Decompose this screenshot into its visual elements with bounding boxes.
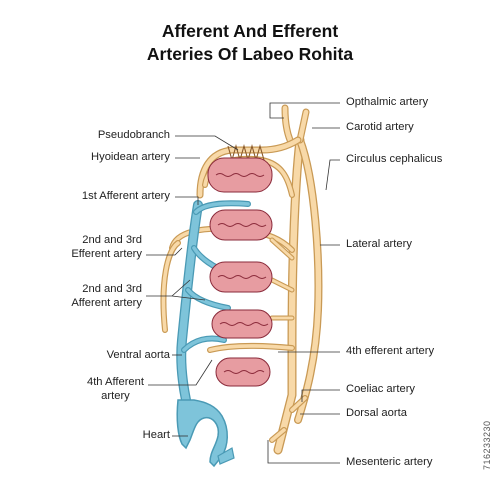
label-circulus-cephalicus: Circulus cephalicus [346,153,443,165]
label-lateral-artery: Lateral artery [346,238,412,250]
leader-lines [146,102,340,464]
label-4th-afferent-artery: 4th Afferent artery [87,376,144,403]
leader-coeliac [301,389,340,402]
heart-outlet [217,447,235,465]
gill-lamella-4 [211,309,273,339]
label-2nd-3rd-efferent-line2: Efferent artery [71,247,142,260]
leader-2-3-efferent [146,247,183,256]
label-4th-efferent-artery: 4th efferent artery [346,345,435,357]
heart-shape [176,399,228,468]
title-line-1: Afferent And Efferent [161,21,339,41]
gill-lamellae [207,157,273,387]
label-opthalmic-artery: Opthalmic artery [346,96,429,108]
label-coeliac-artery: Coeliac artery [346,383,416,395]
title-line-2: Arteries Of Labeo Rohita [146,44,354,64]
label-2nd-3rd-efferent-artery: 2nd and 3rd Efferent artery [71,234,142,261]
leader-mesenteric [267,440,340,464]
label-hyoidean-artery: Hyoidean artery [91,151,170,163]
label-2nd-3rd-afferent-line1: 2nd and 3rd [82,283,142,295]
diagram-title: Afferent And Efferent Arteries Of Labeo … [0,20,500,66]
afferent-vessels [176,200,251,468]
label-4th-afferent-line2: artery [101,389,130,402]
leader-opthalmic [269,102,340,119]
gill-lamella-2 [209,209,273,241]
label-carotid-artery: Carotid artery [346,121,414,133]
label-2nd-3rd-efferent-line1: 2nd and 3rd [82,234,142,246]
label-4th-afferent-line1: 4th Afferent [86,376,144,388]
leader-2-3-afferent [146,279,206,301]
leader-4th-afferent [148,359,213,386]
label-ventral-aorta: Ventral aorta [106,349,170,361]
label-dorsal-aorta: Dorsal aorta [346,407,407,419]
image-id-text: 716233230 [482,420,492,470]
label-pseudobranch: Pseudobranch [97,129,170,141]
gill-lamella-3 [209,261,273,293]
label-2nd-3rd-afferent-line2: Afferent artery [71,296,142,309]
label-heart: Heart [142,429,170,441]
label-1st-afferent-artery: 1st Afferent artery [81,190,170,202]
gill-lamella-5 [215,357,271,387]
label-2nd-3rd-afferent-artery: 2nd and 3rd Afferent artery [71,283,142,310]
pseudobranch-shape [227,143,265,163]
leader-circulus [325,159,340,191]
label-mesenteric-artery: Mesenteric artery [346,456,433,468]
leader-pseudobranch [175,135,239,151]
leader-1st-afferent [175,196,199,205]
